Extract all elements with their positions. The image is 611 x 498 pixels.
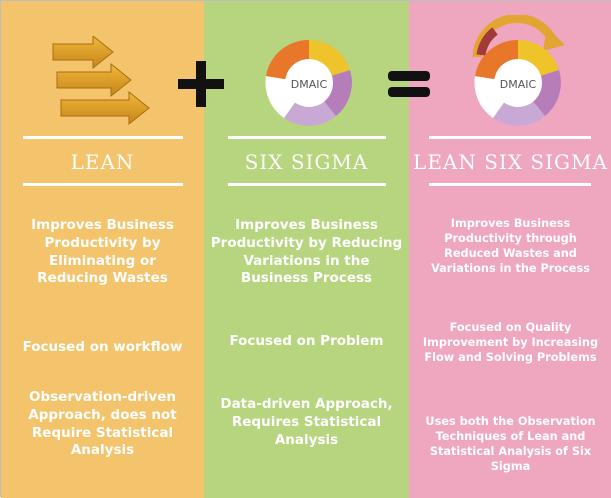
title-rule-bottom	[429, 183, 591, 186]
title-rule-top	[228, 136, 386, 139]
title-rule-top	[429, 136, 591, 139]
title-rule-bottom	[23, 183, 183, 186]
arrows-icon	[52, 36, 150, 126]
point-1: Improves Business Productivity by Reduci…	[210, 217, 403, 287]
point-2: Focused on Quality Improvement by Increa…	[422, 321, 599, 364]
wheel-label: DMAIC	[500, 78, 537, 91]
wheel-label: DMAIC	[291, 78, 328, 91]
point-3: Observation-driven Approach, does not Re…	[28, 389, 177, 459]
column-title: SIX SIGMA	[244, 150, 369, 174]
plus-icon	[178, 61, 224, 107]
point-2: Focused on workflow	[22, 339, 183, 355]
point-1: Improves Business Productivity by Elimin…	[31, 217, 174, 287]
point-3: Data-driven Approach, Requires Statistic…	[220, 396, 393, 448]
dmaic-wheel-with-arrow-icon: DMAIC	[472, 15, 565, 126]
column-title: LEAN	[70, 150, 135, 174]
lean-column: LEAN Improves Business Productivity by E…	[1, 1, 204, 498]
title-rule-top	[23, 136, 183, 139]
point-2: Focused on Problem	[229, 333, 384, 349]
six-sigma-column: DMAIC SIX SIGMA Improves Business Produc…	[204, 1, 409, 498]
column-title: LEAN SIX SIGMA	[413, 150, 608, 174]
title-rule-bottom	[228, 183, 386, 186]
point-1: Improves Business Productivity through R…	[431, 217, 590, 275]
equals-icon	[388, 71, 430, 97]
lean-six-sigma-column: DMAIC LEAN SIX SIGMA Improves Business P…	[409, 1, 611, 498]
point-3: Uses both the Observation Techniques of …	[425, 415, 596, 473]
dmaic-wheel-icon: DMAIC	[265, 39, 352, 126]
